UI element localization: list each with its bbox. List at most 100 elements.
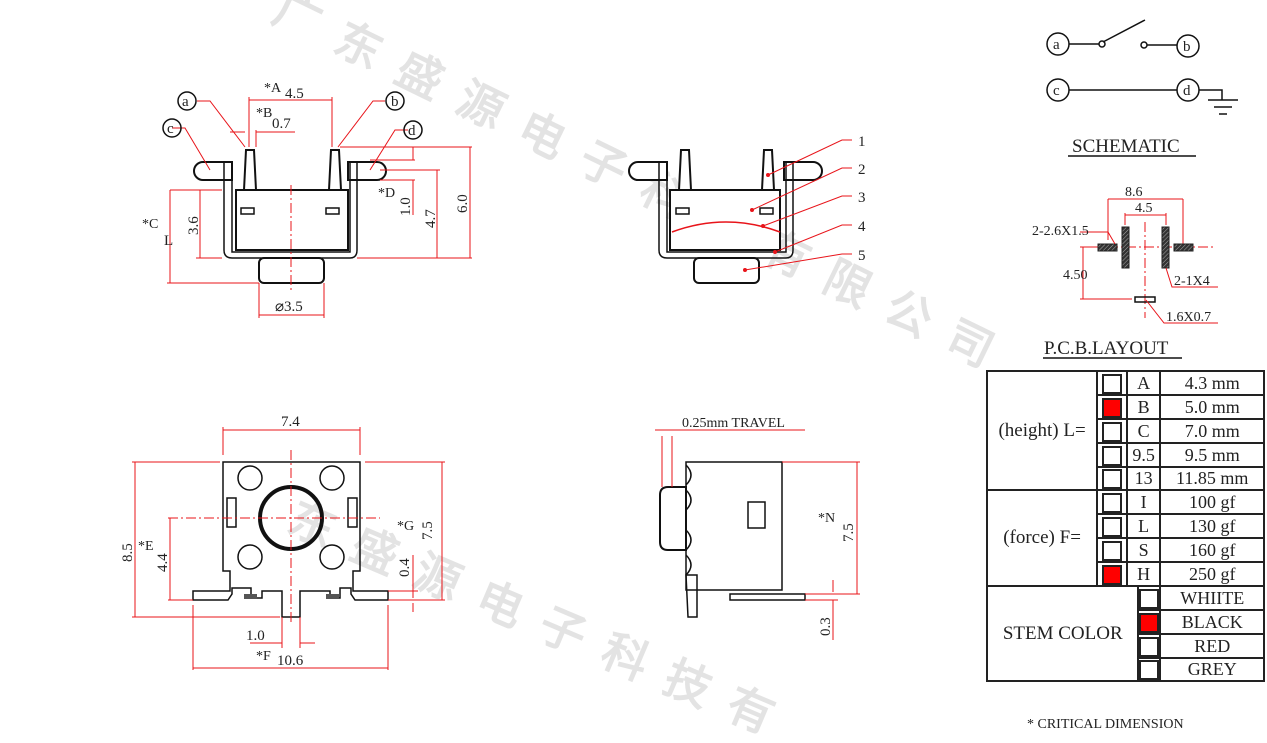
force-code: S (1125, 537, 1162, 563)
stem-value: WHIITE (1159, 584, 1265, 611)
force-checkbox-h[interactable] (1096, 561, 1128, 587)
height-checkbox-a[interactable] (1096, 370, 1128, 396)
dim-7-5: 7.5 (420, 521, 436, 540)
critical-dimension-note: * CRITICAL DIMENSION (1027, 717, 1184, 732)
pcb-pad-2-1x4: 2-1X4 (1174, 274, 1210, 289)
stem-value: BLACK (1159, 608, 1265, 635)
checkbox[interactable] (1139, 660, 1160, 681)
checkbox[interactable] (1101, 445, 1122, 466)
schematic-terminal-b: b (1183, 39, 1191, 55)
force-value: 160 gf (1159, 537, 1265, 563)
dim-diameter: ⌀3.5 (275, 299, 303, 315)
force-value: 100 gf (1159, 489, 1265, 516)
dim-A: 4.5 (285, 86, 304, 102)
height-code: B (1125, 393, 1162, 420)
checkbox-checked[interactable] (1101, 564, 1122, 585)
dim-6-0: 6.0 (455, 194, 471, 213)
dim-B: 0.7 (272, 116, 291, 132)
height-code: 9.5 (1125, 441, 1162, 468)
height-value: 9.5 mm (1159, 441, 1265, 468)
dim-3-6: 3.6 (186, 216, 202, 235)
checkbox-checked[interactable] (1139, 612, 1160, 633)
height-code: A (1125, 370, 1162, 396)
option-table: (height) L= A 4.3 mm B 5.0 mm C 7.0 mm 9… (985, 369, 1265, 683)
dim-L: L (164, 233, 173, 249)
force-checkbox-s[interactable] (1096, 537, 1128, 563)
height-value: 4.3 mm (1159, 370, 1265, 396)
height-checkbox-b[interactable] (1096, 393, 1128, 420)
dim-F-label: *F (256, 649, 271, 664)
dim-D-label: *D (378, 186, 395, 201)
stem-value: RED (1159, 632, 1265, 659)
dim-7-4: 7.4 (281, 414, 300, 430)
force-code: L (1125, 513, 1162, 540)
pin-b-label: b (391, 94, 399, 110)
force-value: 130 gf (1159, 513, 1265, 540)
force-checkbox-i[interactable] (1096, 489, 1128, 516)
checkbox[interactable] (1101, 493, 1122, 514)
callout-5: 5 (858, 248, 866, 264)
height-checkbox-9-5[interactable] (1096, 441, 1128, 468)
height-code: C (1125, 417, 1162, 444)
dim-7-5-side: 7.5 (841, 523, 857, 542)
schematic-title: SCHEMATIC (1072, 136, 1180, 157)
force-code: H (1125, 561, 1162, 587)
pin-d-label: d (408, 123, 416, 139)
height-label: (height) L= (985, 369, 1099, 492)
schematic-drawing (1046, 19, 1238, 157)
schematic-terminal-a: a (1053, 37, 1060, 53)
front-view-drawing (132, 427, 445, 670)
pcb-dim-4-50: 4.50 (1063, 268, 1088, 283)
stem-checkbox-red[interactable] (1137, 632, 1162, 659)
dim-4-7: 4.7 (423, 209, 439, 228)
dim-10-6: 10.6 (277, 653, 304, 669)
top-view-drawing (162, 91, 472, 318)
force-code: I (1125, 489, 1162, 516)
callout-1: 1 (858, 134, 866, 150)
parts-view-drawing (628, 139, 852, 284)
checkbox[interactable] (1101, 469, 1122, 490)
pin-a-label: a (182, 94, 189, 110)
schematic-terminal-d: d (1183, 83, 1191, 99)
checkbox[interactable] (1101, 517, 1122, 538)
stem-color-label: STEM COLOR (985, 584, 1140, 683)
checkbox[interactable] (1139, 588, 1160, 609)
side-view-drawing (655, 429, 860, 640)
pcb-pad-1-6x0-7: 1.6X0.7 (1166, 310, 1211, 325)
stem-checkbox-grey[interactable] (1137, 656, 1162, 683)
dim-0-3: 0.3 (818, 617, 834, 636)
checkbox[interactable] (1101, 541, 1122, 561)
stem-value: GREY (1159, 656, 1265, 683)
force-checkbox-l[interactable] (1096, 513, 1128, 540)
schematic-terminal-c: c (1053, 83, 1060, 99)
force-value: 250 gf (1159, 561, 1265, 587)
height-value: 5.0 mm (1159, 393, 1265, 420)
checkbox[interactable] (1101, 373, 1122, 394)
dim-B-label: *B (256, 106, 272, 121)
pcb-layout-title: P.C.B.LAYOUT (1044, 338, 1169, 359)
watermark-2: 东盛源电子科技有 (281, 490, 803, 743)
stem-checkbox-black[interactable] (1137, 608, 1162, 635)
dim-C-label: *C (142, 217, 158, 232)
pin-c-label: c (167, 121, 174, 137)
checkbox[interactable] (1101, 421, 1122, 442)
pcb-dim-4-5: 4.5 (1135, 201, 1153, 216)
dim-1-0-front: 1.0 (246, 628, 265, 644)
pcb-layout-drawing (1043, 198, 1218, 359)
checkbox[interactable] (1139, 636, 1160, 657)
height-checkbox-13[interactable] (1096, 465, 1128, 492)
checkbox-checked[interactable] (1101, 397, 1122, 418)
stem-checkbox-white[interactable] (1137, 584, 1162, 611)
dim-N-label: *N (818, 511, 835, 526)
dim-E-label: *E (138, 539, 154, 554)
pcb-dim-8-6: 8.6 (1125, 185, 1143, 200)
travel-label: 0.25mm TRAVEL (682, 416, 785, 431)
dim-G-label: *G (397, 519, 414, 534)
height-value: 7.0 mm (1159, 417, 1265, 444)
callout-4: 4 (858, 219, 866, 235)
height-checkbox-c[interactable] (1096, 417, 1128, 444)
dim-A-label: *A (264, 81, 282, 96)
height-code: 13 (1125, 465, 1162, 492)
pcb-pad-2-2-6x1-5: 2-2.6X1.5 (1032, 224, 1089, 239)
